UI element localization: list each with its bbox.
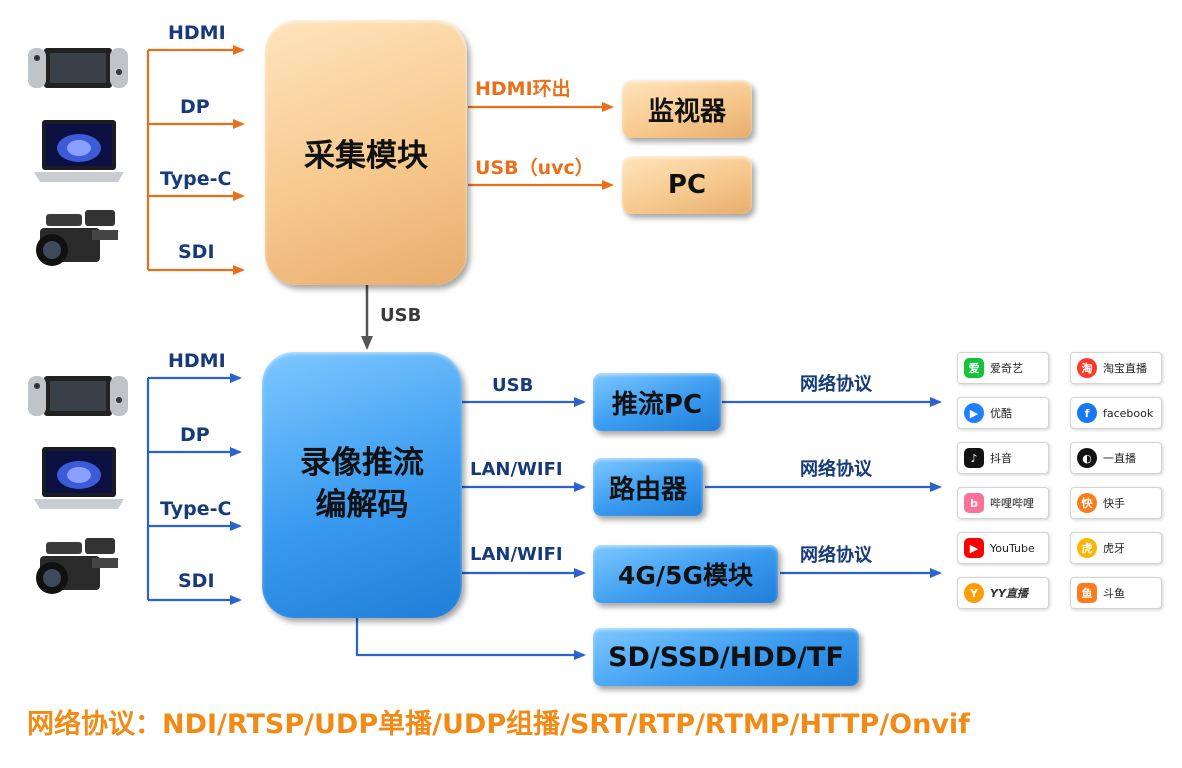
output-label-usb: USB <box>492 375 534 396</box>
yizhibo-icon: ◐ <box>1077 448 1097 468</box>
kuaishou-icon: 快 <box>1077 493 1097 513</box>
input-label-hdmi: HDMI <box>168 22 226 44</box>
platform-bilibili: b 哔哩哔哩 <box>957 487 1049 519</box>
laptop-icon <box>34 120 124 182</box>
top-output-arrows <box>468 102 614 190</box>
platform-label: YY直播 <box>990 587 1028 600</box>
platform-label: 虎牙 <box>1103 542 1125 555</box>
yy-live-icon: Y <box>964 583 984 603</box>
output-label-usb-uvc: USB（uvc） <box>475 157 594 179</box>
encoder-module-box: 录像推流 编解码 <box>262 352 462 618</box>
capture-module-box: 采集模块 <box>265 20 467 285</box>
router-box: 路由器 <box>593 458 703 516</box>
output-label-lan-wifi: LAN/WIFI <box>470 544 563 565</box>
output-label-lan-wifi: LAN/WIFI <box>470 459 563 480</box>
cellular-module-box: 4G/5G模块 <box>593 545 778 603</box>
video-camera-icon <box>36 210 118 266</box>
facebook-icon: f <box>1077 403 1097 423</box>
encoder-title-line2: 编解码 <box>315 487 409 523</box>
platform-label: 快手 <box>1103 497 1125 510</box>
platform-label: 一直播 <box>1103 452 1136 465</box>
protocol-label: 网络协议 <box>800 374 872 395</box>
platform-douyin: ♪ 抖音 <box>957 442 1049 474</box>
platform-yizhibo: ◐ 一直播 <box>1070 442 1162 474</box>
input-label-sdi: SDI <box>178 241 215 263</box>
protocol-label: 网络协议 <box>800 459 872 480</box>
platform-label: 淘宝直播 <box>1103 362 1147 375</box>
platform-yy-live: Y YY直播 <box>957 577 1049 609</box>
game-console-icon <box>28 48 128 88</box>
bilibili-icon: b <box>964 493 984 513</box>
platform-label: 爱奇艺 <box>990 362 1023 375</box>
platform-iqiyi: 爱 爱奇艺 <box>957 352 1049 384</box>
huya-icon: 虎 <box>1077 538 1097 558</box>
video-camera-icon <box>36 538 118 594</box>
douyin-icon: ♪ <box>964 448 984 468</box>
platform-label: 斗鱼 <box>1103 587 1125 600</box>
taobao-live-icon: 淘 <box>1077 358 1097 378</box>
bottom-output-arrows <box>355 397 942 660</box>
platform-kuaishou: 快 快手 <box>1070 487 1162 519</box>
platform-label: facebook <box>1103 406 1154 420</box>
input-label-dp: DP <box>180 96 210 118</box>
platform-label: 优酷 <box>990 407 1012 420</box>
streaming-pc-box: 推流PC <box>593 373 721 431</box>
input-label-dp: DP <box>180 424 210 446</box>
youku-icon: ▶ <box>964 403 984 423</box>
input-label-typec: Type-C <box>160 168 232 190</box>
platform-label: 哔哩哔哩 <box>990 497 1034 510</box>
game-console-icon <box>28 376 128 416</box>
platform-youku: ▶ 优酷 <box>957 397 1049 429</box>
input-label-hdmi: HDMI <box>168 350 226 372</box>
bottom-input-arrows <box>146 373 242 605</box>
protocol-footer: 网络协议：NDI/RTSP/UDP单播/UDP组播/SRT/RTP/RTMP/H… <box>27 709 970 740</box>
platform-label: 抖音 <box>990 452 1012 465</box>
monitor-box: 监视器 <box>622 80 752 138</box>
platform-douyu: 鱼 斗鱼 <box>1070 577 1162 609</box>
douyu-icon: 鱼 <box>1077 583 1097 603</box>
iqiyi-icon: 爱 <box>964 358 984 378</box>
usb-link-label: USB <box>380 305 422 326</box>
platform-huya: 虎 虎牙 <box>1070 532 1162 564</box>
input-label-typec: Type-C <box>160 498 232 520</box>
laptop-icon <box>34 447 124 509</box>
protocol-label: 网络协议 <box>800 545 872 566</box>
encoder-title-line1: 录像推流 <box>300 445 424 482</box>
output-label-hdmi-loop: HDMI环出 <box>475 78 571 100</box>
input-label-sdi: SDI <box>178 570 215 592</box>
platform-label: YouTube <box>990 541 1035 555</box>
platform-youtube: ▶ YouTube <box>957 532 1049 564</box>
youtube-icon: ▶ <box>964 538 984 558</box>
platform-taobao-live: 淘 淘宝直播 <box>1070 352 1162 384</box>
storage-box: SD/SSD/HDD/TF <box>593 628 859 686</box>
pc-box: PC <box>622 156 752 214</box>
platform-facebook: f facebook <box>1070 397 1162 429</box>
top-input-arrows <box>146 45 245 275</box>
